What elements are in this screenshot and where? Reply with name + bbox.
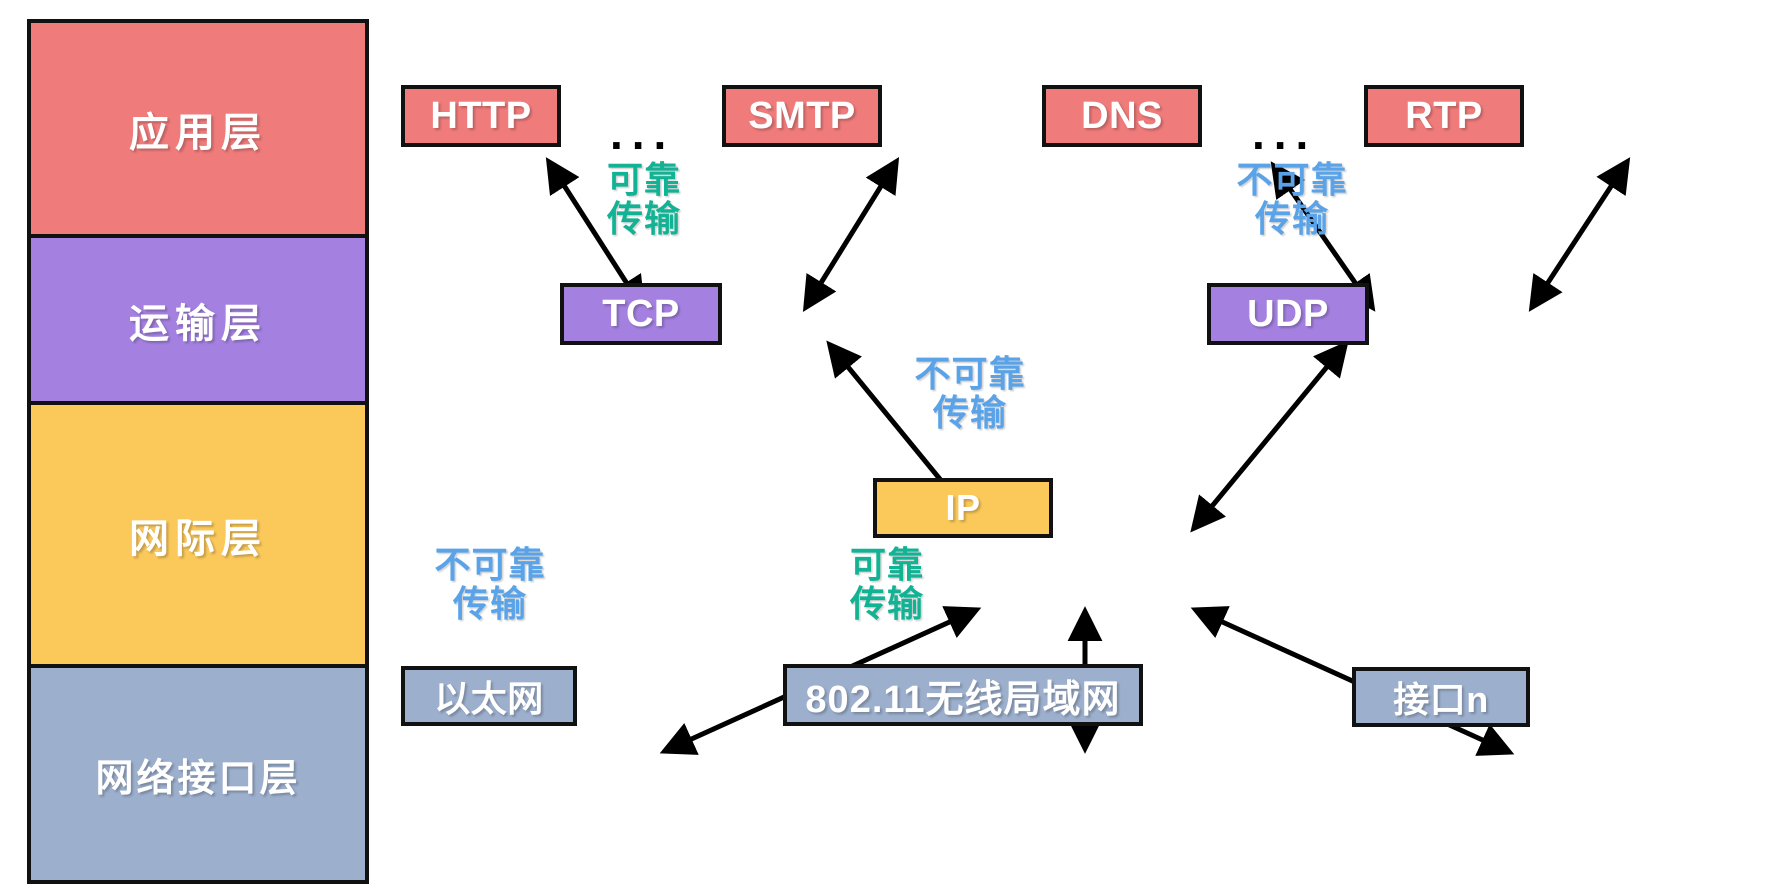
edge-label-tcp-reliable-line1: 可靠 xyxy=(606,159,681,200)
node-ip[interactable]: IP xyxy=(873,478,1053,538)
node-udp[interactable]: UDP xyxy=(1207,283,1369,345)
edge-label-tcp-reliable: 可靠 传输 xyxy=(584,159,704,239)
layer-internet-label: 网际层 xyxy=(129,516,267,561)
layer-internet: 网际层 xyxy=(27,401,369,668)
arrow-rtp-udp xyxy=(1528,157,1631,312)
edge-label-wlan-reliable: 可靠 传输 xyxy=(827,544,947,624)
edge-label-ethernet-unreliable: 不可靠 传输 xyxy=(410,544,570,624)
node-rtp[interactable]: RTP xyxy=(1364,85,1524,147)
edge-label-tcp-reliable-line2: 传输 xyxy=(606,197,681,239)
node-wlan-80211-label: 802.11无线局域网 xyxy=(805,678,1121,721)
edge-label-ip-unreliable: 不可靠 传输 xyxy=(890,353,1050,433)
edge-label-udp-unreliable: 不可靠 传输 xyxy=(1212,159,1372,239)
node-http[interactable]: HTTP xyxy=(401,85,561,147)
layer-network-interface-label: 网络接口层 xyxy=(95,757,301,800)
node-udp-label: UDP xyxy=(1247,292,1329,335)
node-dns[interactable]: DNS xyxy=(1042,85,1202,147)
layer-transport: 运输层 xyxy=(27,234,369,405)
edge-label-udp-unreliable-line2: 传输 xyxy=(1254,197,1329,239)
node-wlan-80211[interactable]: 802.11无线局域网 xyxy=(783,664,1143,726)
layer-transport-label: 运输层 xyxy=(129,301,267,346)
arrow-udp-ip xyxy=(1190,340,1349,533)
node-rtp-label: RTP xyxy=(1405,94,1483,137)
node-ethernet-label: 以太网 xyxy=(434,678,544,719)
node-interface-n-label: 接口n xyxy=(1393,679,1489,720)
node-interface-n[interactable]: 接口n xyxy=(1352,667,1530,727)
edge-label-ethernet-unreliable-line1: 不可靠 xyxy=(434,544,546,585)
node-smtp-label: SMTP xyxy=(748,94,856,137)
edge-label-ip-unreliable-line1: 不可靠 xyxy=(914,353,1026,394)
arrow-http-tcp xyxy=(545,157,646,312)
node-ip-label: IP xyxy=(945,487,981,528)
layer-application: 应用层 xyxy=(27,19,369,238)
edge-label-ip-unreliable-line2: 传输 xyxy=(932,391,1007,433)
ellipsis-app-right: ... xyxy=(1252,107,1318,159)
node-tcp-label: TCP xyxy=(602,292,680,335)
edge-label-wlan-reliable-line1: 可靠 xyxy=(849,544,924,585)
edge-label-ethernet-unreliable-line2: 传输 xyxy=(452,582,527,624)
ellipsis-app-left: ... xyxy=(610,107,676,159)
node-http-label: HTTP xyxy=(430,94,532,137)
node-ethernet[interactable]: 以太网 xyxy=(401,666,577,726)
layer-application-label: 应用层 xyxy=(129,110,267,155)
layer-network-interface: 网络接口层 xyxy=(27,664,369,884)
node-dns-label: DNS xyxy=(1081,94,1163,137)
edge-label-udp-unreliable-line1: 不可靠 xyxy=(1236,159,1348,200)
node-smtp[interactable]: SMTP xyxy=(722,85,882,147)
arrow-smtp-tcp xyxy=(802,157,900,312)
edge-label-wlan-reliable-line2: 传输 xyxy=(849,582,924,624)
node-tcp[interactable]: TCP xyxy=(560,283,722,345)
